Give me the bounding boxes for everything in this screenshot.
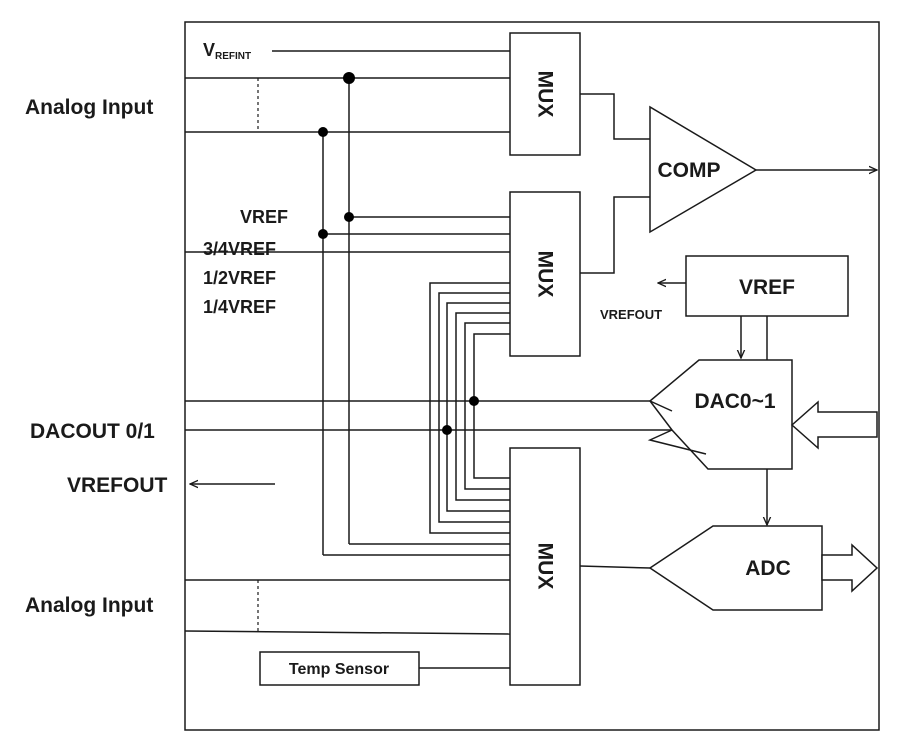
- vref-block: [685, 255, 849, 317]
- mux-top-block: [509, 32, 581, 156]
- mux-middle-block: [509, 191, 581, 357]
- vrefout-internal-label: VREFOUT: [600, 307, 662, 322]
- vrefint-subscript: REFINT: [215, 51, 251, 62]
- signal-wires: [184, 50, 877, 669]
- comp-label: COMP: [658, 159, 721, 182]
- dac-label: DAC0~1: [694, 390, 775, 413]
- vref-3-4-label: 3/4VREF: [203, 239, 276, 259]
- mux-middle-label: MUX: [534, 251, 557, 298]
- mux-bottom-block: [509, 447, 581, 686]
- adc-output-arrow: [821, 543, 879, 593]
- dacout-label: DACOUT 0/1: [30, 420, 155, 443]
- dac-inner-edge-2: [647, 429, 707, 455]
- analog-input-top-label: Analog Input: [25, 96, 153, 119]
- analog-input-bottom-label: Analog Input: [25, 594, 153, 617]
- temp-sensor-block: [259, 651, 420, 686]
- comparator-block: [649, 105, 758, 234]
- vrefint-label: VREFINT: [203, 40, 251, 62]
- vref-label: VREF: [240, 207, 288, 227]
- junction-dots: [318, 72, 479, 435]
- temp-sensor-label: Temp Sensor: [289, 661, 389, 678]
- mux-bottom-label: MUX: [534, 543, 557, 590]
- vref-block-label: VREF: [739, 276, 795, 299]
- vrefout-label: VREFOUT: [67, 474, 168, 497]
- dac-block: [648, 359, 793, 470]
- mux-top-label: MUX: [534, 71, 557, 118]
- dac-inner-edge: [649, 400, 673, 412]
- vref-1-4-label: 1/4VREF: [203, 297, 276, 317]
- adc-block: [648, 525, 823, 611]
- vrefint-main: V: [203, 40, 215, 60]
- adc-label: ADC: [745, 557, 791, 580]
- dac-input-arrow: [790, 400, 878, 450]
- chip-boundary: [184, 21, 880, 731]
- vref-1-2-label: 1/2VREF: [203, 268, 276, 288]
